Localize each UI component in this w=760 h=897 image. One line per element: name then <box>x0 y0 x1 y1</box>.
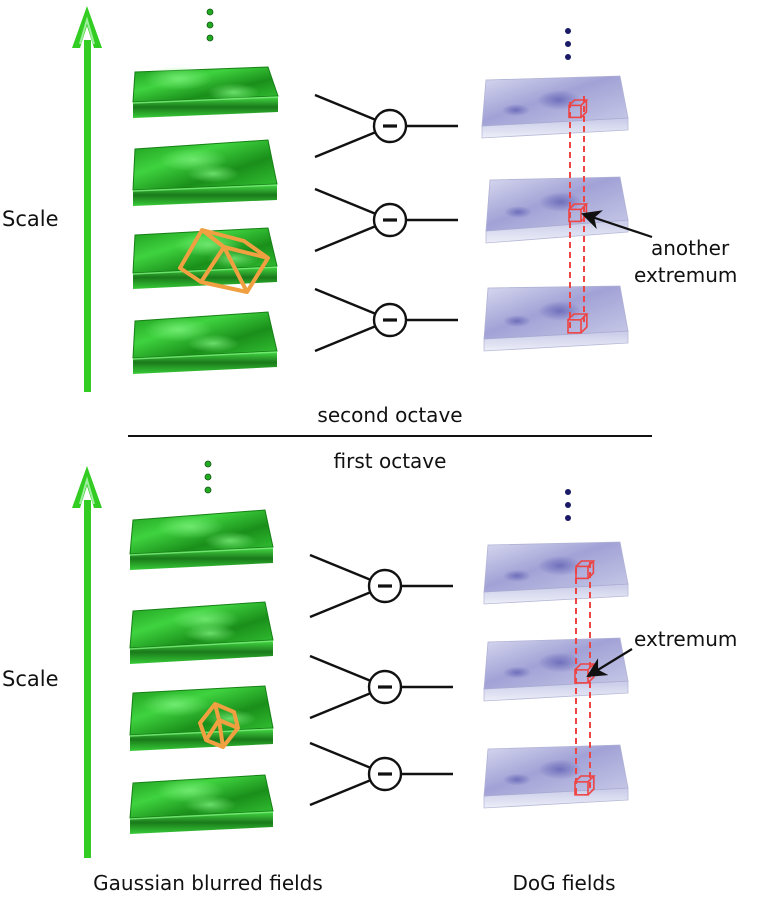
gaussian-field-slab <box>129 509 274 570</box>
orange-cube-top <box>178 228 270 294</box>
second-octave-label: second octave <box>317 403 462 427</box>
extremum-marker-cube <box>575 560 596 580</box>
scale-arrow-top <box>72 6 102 392</box>
dog-fields-caption: DoG fields <box>512 871 615 895</box>
another-extremum-label-line1: another <box>651 236 730 260</box>
dog-field-slab <box>483 541 629 605</box>
scale-arrow-bottom <box>72 466 102 858</box>
dog-field-slab <box>481 75 629 139</box>
gaussian-field-slab <box>132 311 278 374</box>
dog-field-slab <box>485 176 629 244</box>
minus-circle-icon <box>314 287 458 353</box>
minus-circle-icon <box>314 93 458 159</box>
dog-ellipsis-bottom <box>565 489 571 521</box>
scale-label-bottom: Scale <box>2 667 59 691</box>
minus-circle-icon <box>309 654 453 720</box>
another-extremum-arrow <box>581 210 653 239</box>
dog-field-slab <box>483 744 629 809</box>
another-extremum-label-line2: extremum <box>634 263 737 287</box>
gaussian-field-slab <box>129 774 274 834</box>
gaussian-field-slab <box>129 601 274 664</box>
dog-ellipsis-top <box>565 28 571 60</box>
minus-circle-icon <box>309 553 453 619</box>
gaussian-field-slab <box>132 66 279 118</box>
gaussian-ellipsis-bottom <box>204 460 212 494</box>
gaussian-fields-caption: Gaussian blurred fields <box>93 871 323 895</box>
scale-label-top: Scale <box>2 207 59 231</box>
extremum-marker-cube <box>574 775 596 796</box>
extremum-label: extremum <box>634 627 737 651</box>
gaussian-ellipsis-top <box>206 8 214 42</box>
minus-circle-icon <box>314 187 458 253</box>
dog-field-slab <box>483 285 629 352</box>
first-octave-label: first octave <box>334 449 447 473</box>
extremum-arrow <box>586 648 633 678</box>
orange-cube-bottom <box>198 702 240 749</box>
dog-field-slab <box>483 637 629 702</box>
minus-circle-icon <box>309 741 453 807</box>
extremum-marker-cube <box>568 99 589 119</box>
extremum-marker-cube <box>567 313 589 334</box>
gaussian-field-slab <box>132 139 278 206</box>
